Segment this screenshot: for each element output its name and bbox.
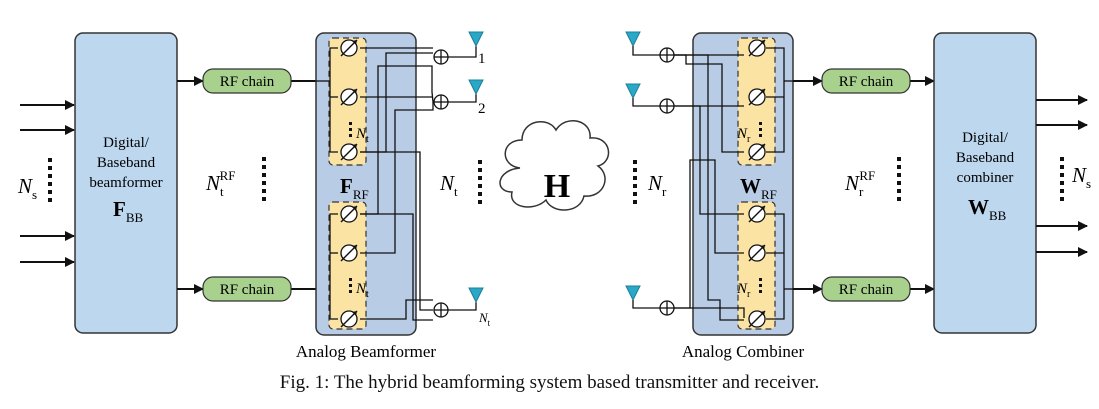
tx-antenna-feeds <box>448 46 477 311</box>
tx-rf-chain-1 <box>202 68 292 94</box>
rx-splitters <box>659 47 675 316</box>
tx-phase-shifter-icon <box>340 205 358 223</box>
rx-group-2-count: Nr <box>736 281 751 300</box>
rx-antenna-count: Nr <box>647 171 667 199</box>
rx-antenna-feeds <box>632 46 660 309</box>
tx-group-1-count: Nt <box>355 126 369 145</box>
tx-phase-shifter-icon <box>340 244 358 262</box>
rx-phase-group-2 <box>737 201 776 330</box>
rx-phase-shifter-icon <box>748 39 766 57</box>
tx-input-arrows <box>20 100 75 267</box>
rx-phase-shifter-icon <box>748 143 766 161</box>
tx-antenna-count-dots <box>478 160 482 204</box>
rx-rf-count: NrRF <box>844 168 875 199</box>
rx-baseband-symbol: WBB <box>968 195 1007 223</box>
tx-phase-shifter-icon <box>340 310 358 328</box>
rx-wires <box>674 47 793 321</box>
rx-analog-symbol: WRF <box>740 174 777 202</box>
rx-rf-chain-2-label: RF chain <box>839 282 894 298</box>
tx-baseband-block <box>74 32 178 334</box>
tx-antenna-1-label: 1 <box>478 51 486 67</box>
rx-rf-chain-1-label: RF chain <box>839 74 894 90</box>
figure-caption: Fig. 1: The hybrid beamforming system ba… <box>279 372 820 393</box>
tx-rf-chain-2 <box>202 276 292 302</box>
tx-phase-shifters <box>340 39 358 328</box>
rx-phase-shifters <box>748 39 766 328</box>
rx-baseband-line2: Baseband <box>956 150 1015 166</box>
tx-antenna-2-label: 2 <box>478 101 486 117</box>
rx-rf-chain-1 <box>821 68 911 94</box>
rx-phase-shifter-icon <box>748 244 766 262</box>
rx-phase-shifter-icon <box>748 88 766 106</box>
tx-streams-dots <box>48 158 52 202</box>
tx-rf-count-dots <box>262 157 266 201</box>
tx-rf-chain-2-label: RF chain <box>220 282 275 298</box>
rx-phase-shifter-icon <box>748 205 766 223</box>
tx-phase-group-2 <box>328 201 367 330</box>
rx-streams-label: Ns <box>1071 163 1091 191</box>
rx-antenna-count-dots <box>633 160 637 204</box>
tx-group-2-count: Nt <box>355 281 369 300</box>
rx-baseband-line1: Digital/ <box>962 130 1009 146</box>
rx-rf-count-dots <box>897 157 901 201</box>
tx-phase-shifter-icon <box>340 143 358 161</box>
tx-phase-shifter-icon <box>340 39 358 57</box>
channel-cloud <box>499 120 610 211</box>
tx-baseband-line2: Baseband <box>97 155 156 171</box>
rx-rf-arrows <box>793 76 935 294</box>
tx-analog-symbol: FRF <box>340 174 369 202</box>
tx-antenna-last-label: Nt <box>478 310 491 328</box>
rx-baseband-block <box>933 32 1037 334</box>
rx-antenna-icons <box>625 31 641 302</box>
tx-rf-chain-1-label: RF chain <box>220 74 275 90</box>
tx-group-dots <box>349 122 352 293</box>
tx-combiners <box>433 49 449 318</box>
rx-output-arrows <box>1036 95 1088 257</box>
rx-rf-chain-2 <box>821 276 911 302</box>
rx-analog-label: Analog Combiner <box>682 342 805 361</box>
channel-symbol: H <box>544 168 570 205</box>
rx-phase-shifter-icon <box>748 310 766 328</box>
tx-baseband-symbol: FBB <box>113 197 143 225</box>
tx-wires <box>316 47 434 321</box>
tx-antenna-icons <box>468 31 484 304</box>
rx-baseband-line3: combiner <box>957 170 1014 186</box>
tx-baseband-line3: beamformer <box>89 175 162 191</box>
rx-group-dots <box>759 122 762 293</box>
tx-analog-label: Analog Beamformer <box>296 342 437 361</box>
rx-streams-dots <box>1060 157 1064 201</box>
tx-rf-arrows <box>177 76 331 294</box>
tx-baseband-line1: Digital/ <box>103 135 150 151</box>
tx-phase-shifter-icon <box>340 88 358 106</box>
rx-group-1-count: Nr <box>736 126 751 145</box>
tx-rf-count: NtRF <box>205 168 236 199</box>
tx-antenna-count: Nt <box>439 171 458 199</box>
tx-streams-label: Ns <box>17 174 37 202</box>
